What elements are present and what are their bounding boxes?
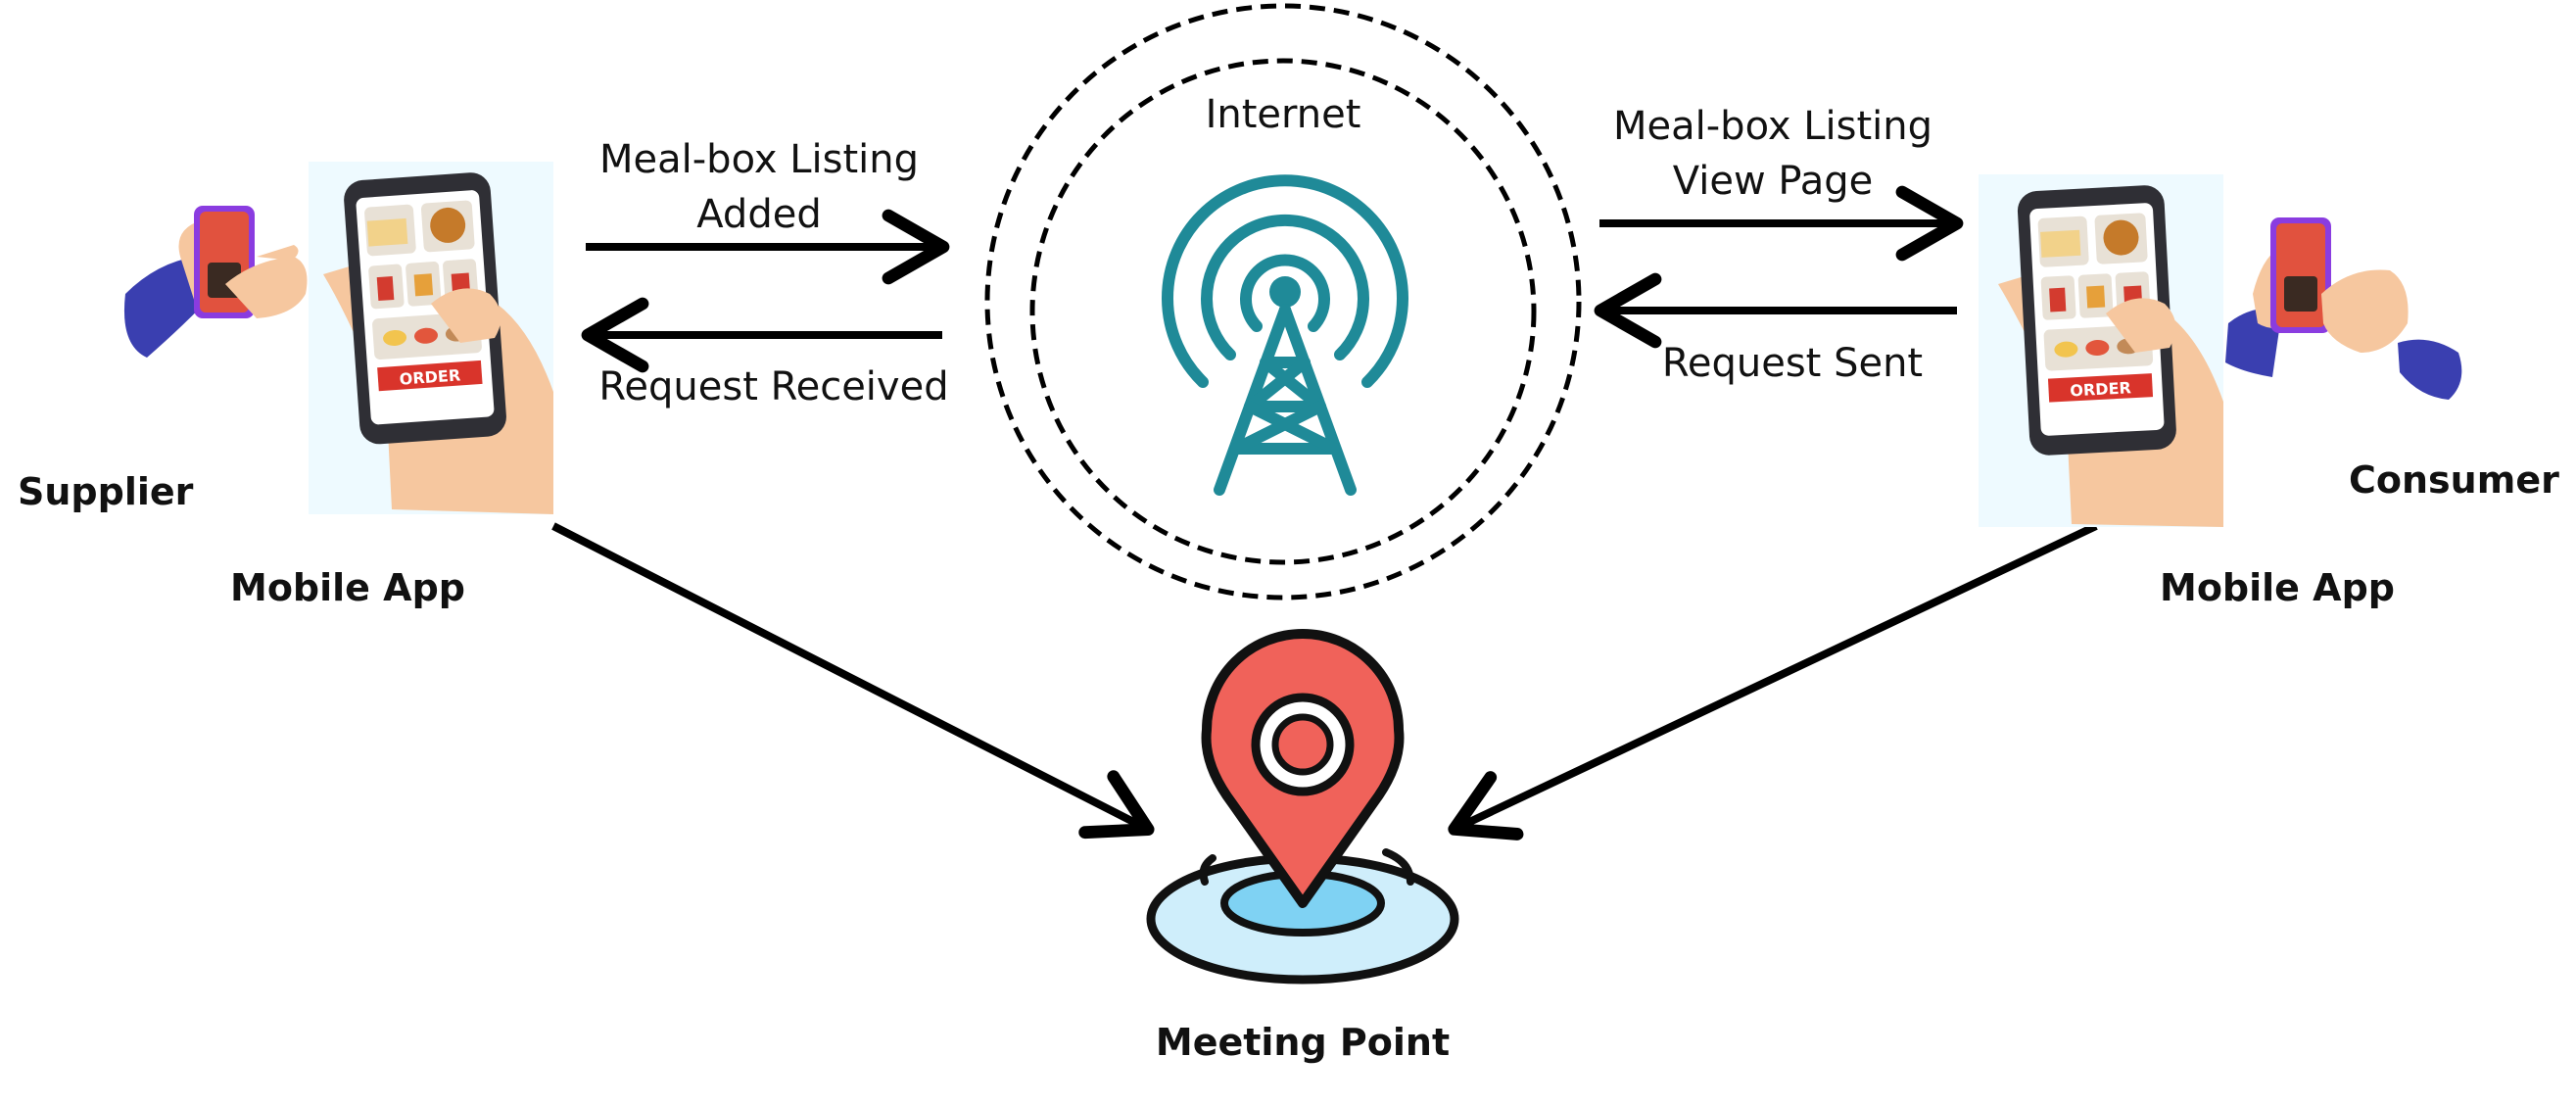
internet-boundary [984, 3, 1582, 601]
listing-added-label-line1: Meal-box Listing [599, 137, 919, 182]
map-pin-icon [1146, 629, 1459, 985]
request-received-label: Request Received [598, 364, 949, 409]
left-phone-in-hand-icon: ORDER [309, 162, 553, 514]
request-sent-label: Request Sent [1661, 341, 1924, 386]
listing-view-label-line2: View Page [1672, 159, 1874, 204]
arrow-supplier-to-meeting [551, 522, 1155, 840]
listing-view-label-line1: Meal-box Listing [1613, 104, 1932, 149]
listing-added-label-line2: Added [696, 192, 822, 237]
supplier-label: Supplier [18, 470, 194, 513]
left-mobile-app-label: Mobile App [230, 566, 465, 609]
right-phone-in-hand-icon: ORDER [1979, 174, 2223, 527]
meeting-point-label: Meeting Point [1155, 1021, 1451, 1064]
left-small-phone-hand-icon [123, 206, 308, 358]
right-mobile-app-label: Mobile App [2160, 566, 2395, 609]
right-small-phone-hand-icon [2225, 217, 2462, 400]
right-order-badge: ORDER [2070, 378, 2131, 400]
consumer-label: Consumer [2349, 458, 2559, 502]
left-order-badge: ORDER [399, 365, 461, 388]
radio-tower-icon [1162, 174, 1408, 496]
arrow-consumer-to-meeting [1448, 522, 2098, 841]
internet-label: Internet [1205, 92, 1361, 137]
